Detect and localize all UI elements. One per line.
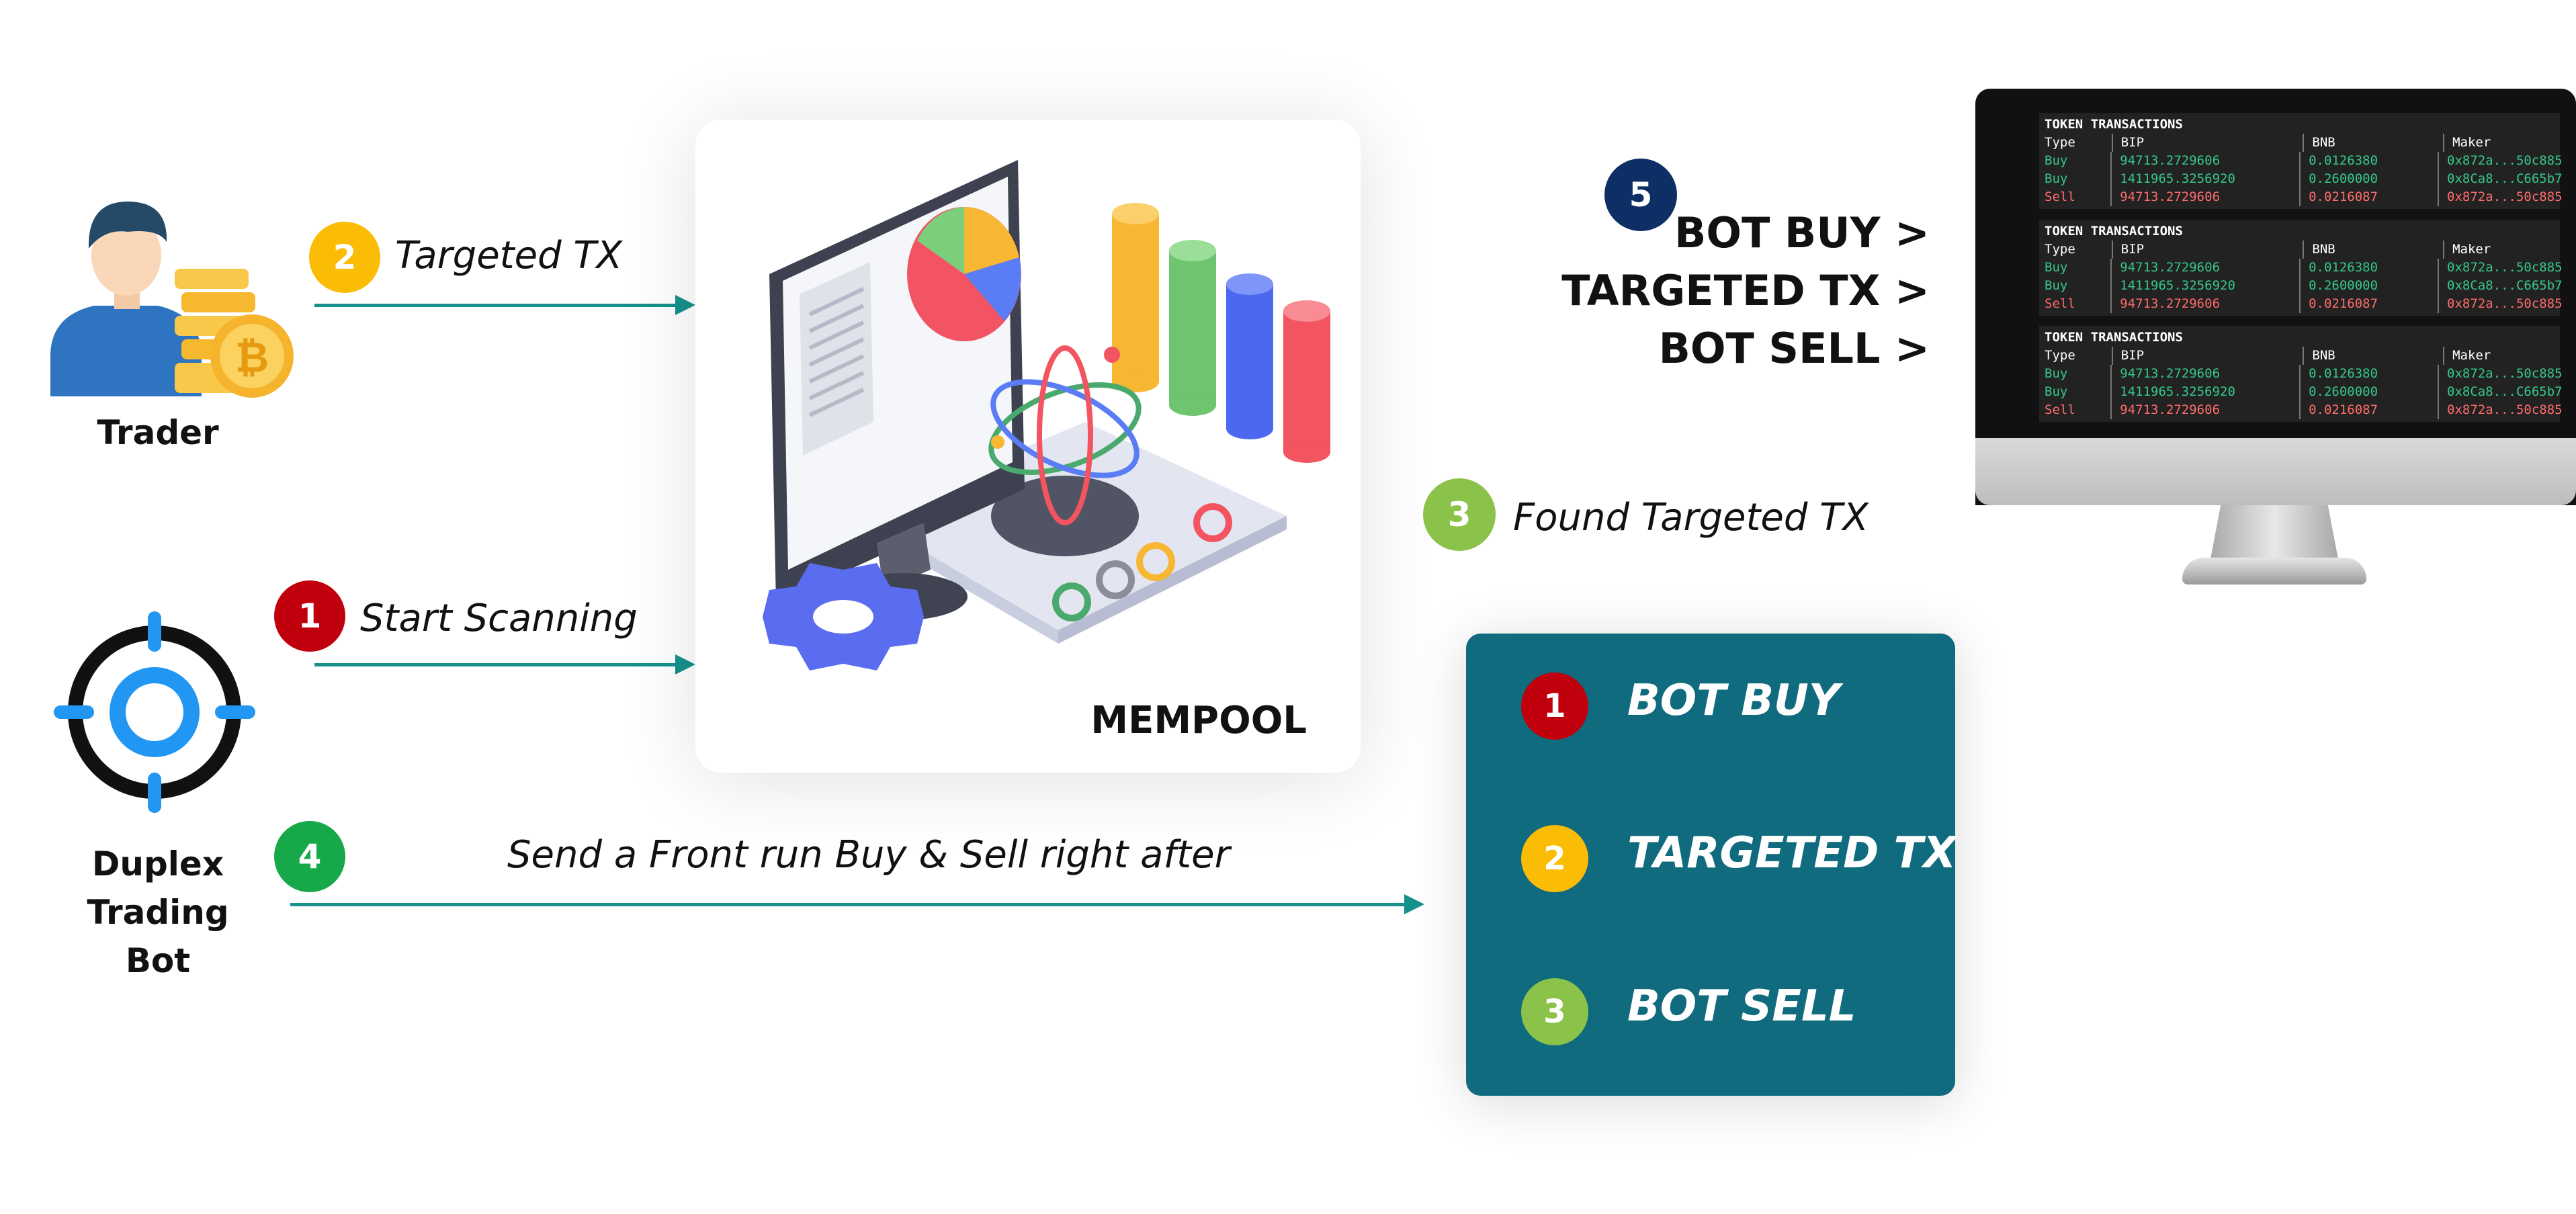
panel-badge-3: 3 [1521, 978, 1588, 1045]
table-row: Buy 94713.2729606 0.0126380 0x872a...50c… [2045, 365, 2563, 383]
sequence-bot-sell: BOT SELL > [1658, 324, 1930, 373]
table-row: Buy 94713.2729606 0.0126380 0x872a...50c… [2045, 259, 2563, 277]
svg-text:₿: ₿ [235, 333, 269, 382]
mempool-label: MEMPOOL [1090, 699, 1307, 742]
step-1-badge: 1 [274, 580, 345, 652]
monitor-chin [1975, 438, 2576, 505]
panel-badge-2: 2 [1521, 825, 1588, 892]
table-row: Buy 1411965.3256920 0.2600000 0x8Ca8...C… [2045, 277, 2563, 295]
arrow-trader-to-mempool [314, 304, 677, 307]
panel-text-targeted-tx: TARGETED TX [1627, 828, 1957, 878]
panel-row-bot-buy: 1 BOT BUY [1466, 669, 1955, 743]
panel-row-targeted-tx: 2 TARGETED TX [1466, 822, 1957, 896]
table-row: Buy 1411965.3256920 0.2600000 0x8Ca8...C… [2045, 170, 2563, 188]
arrow-trader-to-mempool-head [675, 295, 695, 315]
table-title: TOKEN TRANSACTIONS [2045, 330, 2183, 345]
panel-text-bot-sell: BOT SELL [1627, 982, 1856, 1031]
trader-label: Trader [97, 413, 219, 452]
token-transactions-table-3: TOKEN TRANSACTIONS Type BIP BNB Maker Bu… [2039, 326, 2563, 422]
bot-label: Duplex Trading Bot [87, 844, 229, 980]
table-row: Buy 1411965.3256920 0.2600000 0x8Ca8...C… [2045, 383, 2563, 401]
result-panel: 1 BOT BUY 2 TARGETED TX 3 BOT SELL [1466, 634, 1957, 1096]
mempool-card: MEMPOOL [695, 120, 1361, 773]
table-header: Type BIP BNB Maker [2045, 134, 2554, 152]
arrow-bot-to-mempool-head [675, 654, 695, 675]
step-4-text: Send a Front run Buy & Sell right after [507, 833, 1230, 877]
token-transactions-table-1: TOKEN TRANSACTIONS Type BIP BNB Maker Bu… [2039, 113, 2563, 209]
sequence-targeted-tx: TARGETED TX > [1561, 266, 1930, 315]
token-transactions-table-2: TOKEN TRANSACTIONS Type BIP BNB Maker Bu… [2039, 220, 2563, 316]
arrow-bot-to-mempool [314, 663, 677, 666]
step-5-badge: 5 [1604, 159, 1677, 231]
data-analysis-illustration [763, 160, 1330, 670]
step-2-text: Targeted TX [395, 234, 622, 277]
table-row: Sell 94713.2729606 0.0216087 0x872a...50… [2045, 295, 2563, 313]
panel-text-bot-buy: BOT BUY [1627, 676, 1840, 726]
table-header: Type BIP BNB Maker [2045, 241, 2554, 259]
monitor-stand [2210, 505, 2338, 559]
table-title: TOKEN TRANSACTIONS [2045, 117, 2183, 132]
step-4-badge: 4 [274, 821, 345, 892]
table-row: Buy 94713.2729606 0.0126380 0x872a...50c… [2045, 152, 2563, 170]
sequence-bot-buy: BOT BUY > [1674, 208, 1930, 257]
panel-row-bot-sell: 3 BOT SELL [1466, 975, 1955, 1049]
target-crosshair-icon [54, 611, 255, 813]
step-1-text: Start Scanning [360, 597, 638, 640]
arrow-bot-to-result-head [1404, 894, 1424, 914]
trader-icon: ₿ [50, 202, 294, 398]
panel-badge-1: 1 [1521, 673, 1588, 740]
monitor-base [2182, 558, 2366, 584]
table-header: Type BIP BNB Maker [2045, 347, 2554, 365]
table-row: Sell 94713.2729606 0.0216087 0x872a...50… [2045, 401, 2563, 419]
step-3-badge: 3 [1423, 478, 1496, 551]
table-title: TOKEN TRANSACTIONS [2045, 224, 2183, 239]
arrow-bot-to-result [290, 903, 1406, 906]
step-2-badge: 2 [309, 222, 380, 293]
table-row: Sell 94713.2729606 0.0216087 0x872a...50… [2045, 188, 2563, 206]
step-3-text: Found Targeted TX [1513, 496, 1869, 539]
